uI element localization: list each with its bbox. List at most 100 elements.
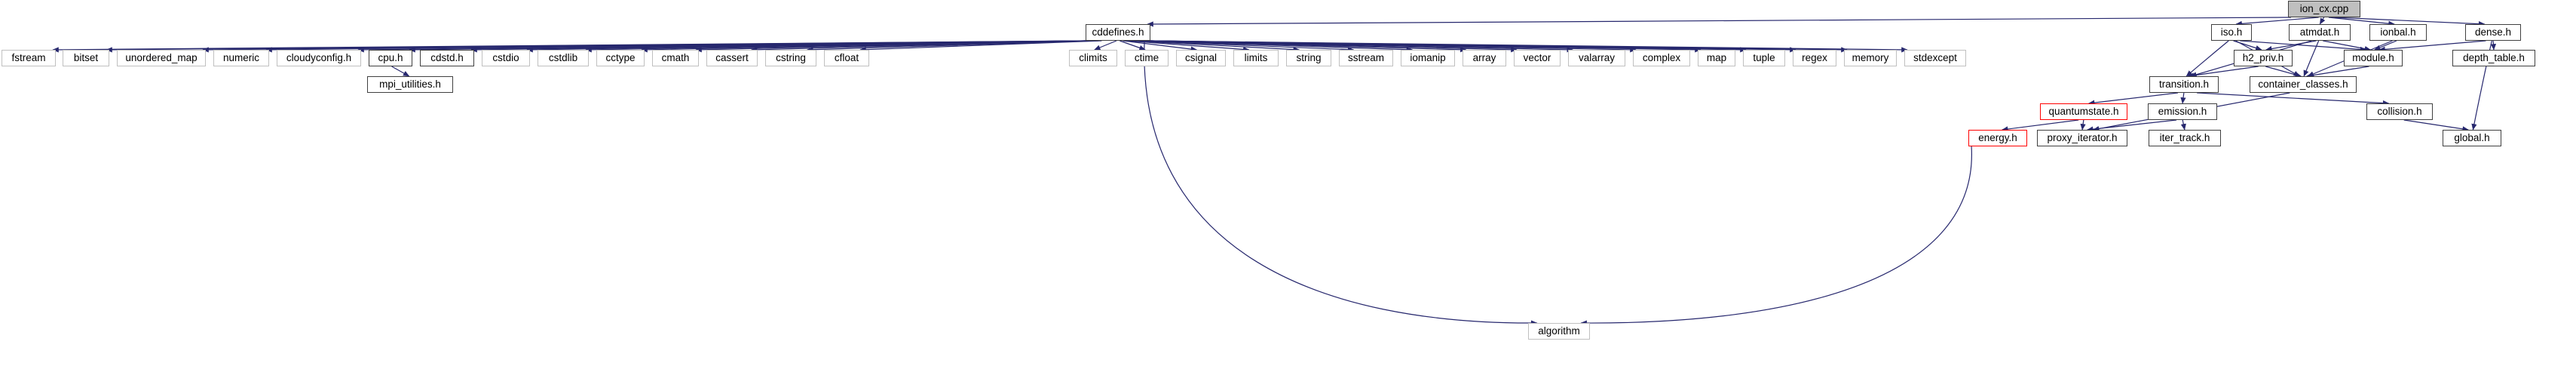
graph-node-bitset[interactable]: bitset	[63, 50, 109, 66]
graph-edge	[2334, 17, 2486, 27]
graph-node-algorithm[interactable]: algorithm	[1528, 323, 1590, 340]
graph-node-tuple[interactable]: tuple	[1743, 50, 1785, 66]
graph-node-cpu-h[interactable]: cpu.h	[369, 50, 412, 66]
graph-node-atmdat-h[interactable]: atmdat.h	[2289, 24, 2351, 41]
graph-node-label: map	[1706, 52, 1727, 64]
graph-node-mpi-utilities-h[interactable]: mpi_utilities.h	[367, 76, 453, 93]
graph-node-regex[interactable]: regex	[1793, 50, 1836, 66]
graph-edge	[1126, 40, 1250, 53]
graph-node-label: emission.h	[2158, 106, 2207, 118]
graph-node-cctype[interactable]: cctype	[596, 50, 645, 66]
graph-node-cmath[interactable]: cmath	[652, 50, 699, 66]
graph-node-cddefines-h[interactable]: cddefines.h	[1086, 24, 1150, 41]
graph-node-ionbal-h[interactable]: ionbal.h	[2369, 24, 2427, 41]
graph-node-cstdio[interactable]: cstdio	[482, 50, 530, 66]
graph-edge	[2374, 40, 2397, 51]
graph-edge	[1147, 40, 1573, 53]
graph-edge	[2187, 66, 2259, 78]
graph-node-label: valarray	[1578, 52, 1615, 64]
graph-node-label: transition.h	[2158, 78, 2210, 91]
graph-node-numeric[interactable]: numeric	[213, 50, 269, 66]
graph-node-string[interactable]: string	[1286, 50, 1331, 66]
graph-node-cdstd-h[interactable]: cdstd.h	[420, 50, 474, 66]
graph-node-label: tuple	[1753, 52, 1775, 64]
graph-node-cloudyconfig-h[interactable]: cloudyconfig.h	[277, 50, 361, 66]
graph-node-label: depth_table.h	[2463, 52, 2525, 64]
graph-node-valarray[interactable]: valarray	[1568, 50, 1625, 66]
graph-node-iomanip[interactable]: iomanip	[1401, 50, 1455, 66]
graph-edge	[1143, 40, 1518, 53]
graph-edge	[1147, 40, 1848, 53]
graph-edge	[2265, 40, 2317, 52]
graph-node-label: mpi_utilities.h	[379, 78, 441, 91]
graph-node-complex[interactable]: complex	[1633, 50, 1690, 66]
graph-node-vector[interactable]: vector	[1514, 50, 1561, 66]
graph-node-module-h[interactable]: module.h	[2344, 50, 2403, 66]
graph-node-dense-h[interactable]: dense.h	[2465, 24, 2521, 41]
graph-edge	[2319, 17, 2326, 25]
graph-node-cstdlib[interactable]: cstdlib	[538, 50, 589, 66]
graph-edge	[2087, 119, 2177, 132]
graph-edge	[1129, 40, 1300, 53]
graph-edge	[526, 40, 1089, 53]
graph-node-label: proxy_iterator.h	[2047, 132, 2118, 144]
graph-node-ctime[interactable]: ctime	[1125, 50, 1169, 66]
graph-node-ion-cx-cpp[interactable]: ion_cx.cpp	[2288, 1, 2360, 17]
graph-node-label: cmath	[661, 52, 690, 64]
graph-node-fstream[interactable]: fstream	[2, 50, 56, 66]
graph-node-emission-h[interactable]: emission.h	[2148, 103, 2217, 120]
graph-node-container-classes-h[interactable]: container_classes.h	[2250, 76, 2357, 93]
graph-node-iso-h[interactable]: iso.h	[2211, 24, 2252, 41]
graph-node-label: unordered_map	[125, 52, 198, 64]
graph-edge	[807, 40, 1098, 53]
graph-node-proxy-iterator-h[interactable]: proxy_iterator.h	[2037, 130, 2127, 146]
graph-node-array[interactable]: array	[1463, 50, 1506, 66]
graph-node-stdexcept[interactable]: stdexcept	[1904, 50, 1966, 66]
graph-node-transition-h[interactable]: transition.h	[2149, 76, 2219, 93]
graph-node-label: stdexcept	[1913, 52, 1957, 64]
graph-edge	[1147, 40, 1747, 53]
graph-node-h2-priv-h[interactable]: h2_priv.h	[2234, 50, 2293, 66]
graph-node-label: ionbal.h	[2380, 26, 2416, 38]
graph-node-label: string	[1296, 52, 1322, 64]
graph-node-depth-table-h[interactable]: depth_table.h	[2452, 50, 2535, 66]
graph-node-label: cfloat	[834, 52, 859, 64]
graph-node-label: climits	[1079, 52, 1107, 64]
graph-node-cassert[interactable]: cassert	[706, 50, 758, 66]
graph-node-climits[interactable]: climits	[1069, 50, 1117, 66]
graph-edge	[695, 40, 1092, 53]
graph-node-label: module.h	[2352, 52, 2394, 64]
graph-node-sstream[interactable]: sstream	[1339, 50, 1393, 66]
graph-edge	[1147, 40, 1702, 53]
graph-node-label: collision.h	[2377, 106, 2422, 118]
graph-edge	[2197, 92, 2390, 106]
graph-node-label: iso.h	[2220, 26, 2243, 38]
graph-node-label: iomanip	[1410, 52, 1446, 64]
graph-node-map[interactable]: map	[1698, 50, 1735, 66]
graph-edge	[357, 40, 1089, 53]
graph-node-label: cdstd.h	[430, 52, 464, 64]
graph-node-label: cstdio	[492, 52, 519, 64]
graph-node-label: fstream	[11, 52, 46, 64]
graph-node-memory[interactable]: memory	[1844, 50, 1897, 66]
graph-node-label: cstdlib	[548, 52, 578, 64]
graph-node-unordered-map[interactable]: unordered_map	[117, 50, 206, 66]
graph-node-label: h2_priv.h	[2242, 52, 2284, 64]
graph-node-energy-h[interactable]: energy.h	[1968, 130, 2027, 146]
graph-edge	[1147, 40, 1637, 53]
graph-edge	[2002, 119, 2079, 132]
graph-node-cstring[interactable]: cstring	[765, 50, 816, 66]
graph-node-label: csignal	[1184, 52, 1218, 64]
graph-node-global-h[interactable]: global.h	[2443, 130, 2501, 146]
graph-node-limits[interactable]: limits	[1233, 50, 1279, 66]
graph-edge	[2306, 66, 2369, 78]
graph-edge	[2303, 40, 2320, 77]
graph-node-iter-track-h[interactable]: iter_track.h	[2149, 130, 2221, 146]
graph-node-cfloat[interactable]: cfloat	[824, 50, 869, 66]
graph-edge	[202, 40, 1089, 53]
graph-node-csignal[interactable]: csignal	[1176, 50, 1226, 66]
graph-node-label: iter_track.h	[2159, 132, 2210, 144]
graph-node-quantumstate-h[interactable]: quantumstate.h	[2040, 103, 2127, 120]
graph-node-collision-h[interactable]: collision.h	[2366, 103, 2433, 120]
